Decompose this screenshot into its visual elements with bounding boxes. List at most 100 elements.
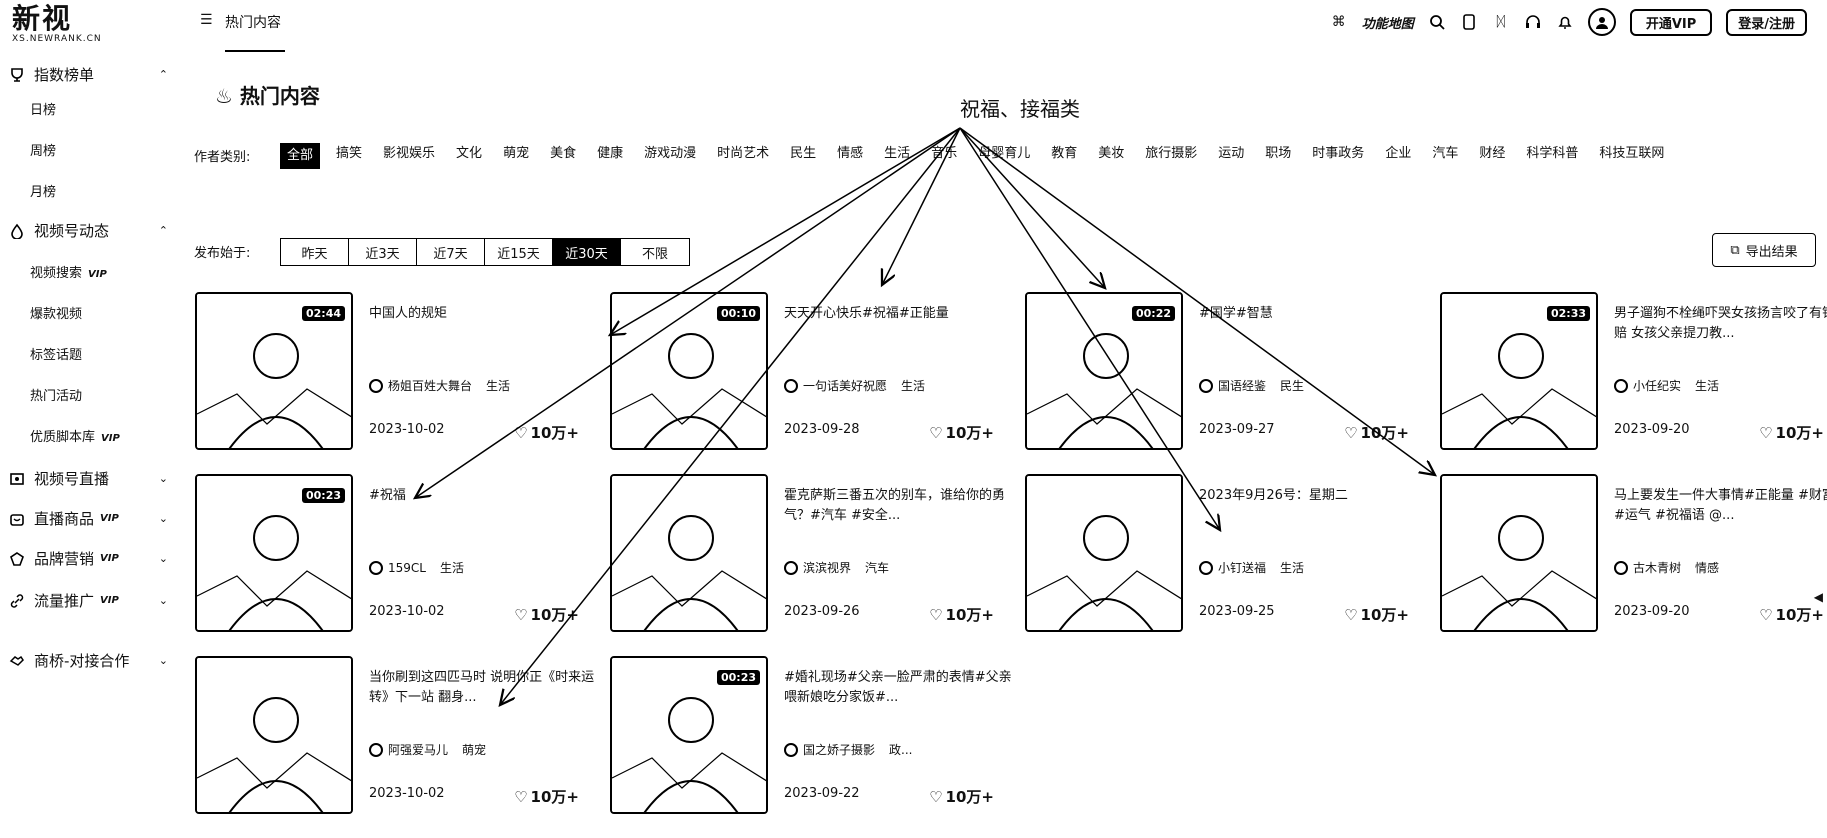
date-option[interactable]: 近30天: [553, 239, 621, 265]
date-option[interactable]: 不限: [641, 246, 668, 262]
video-title[interactable]: #婚礼现场#父亲一脸严肃的表情#父亲喂新娘吃分家饭#...: [784, 670, 1012, 705]
sidebar-item-tag-topics[interactable]: 标签话题: [30, 348, 83, 363]
video-thumbnail[interactable]: [610, 474, 768, 632]
video-title[interactable]: 马上要发生一件大事情#正能量 #财富 #运气 #祝福语 @...: [1614, 488, 1827, 523]
sidebar-item-weekly[interactable]: 周榜: [30, 144, 57, 159]
video-card[interactable]: 霍克萨斯三番五次的别车，谁给你的勇气？#汽车 #安全... 滨滨视界 汽车 20…: [610, 474, 1025, 634]
category-chip[interactable]: 旅行摄影: [1145, 146, 1198, 161]
category-chip[interactable]: 时事政务: [1312, 146, 1365, 161]
author-name[interactable]: 杨姐百姓大舞台: [388, 379, 473, 393]
collapse-arrow-icon[interactable]: ◀: [1813, 590, 1823, 604]
author-name[interactable]: 古木青树: [1633, 561, 1682, 575]
video-title[interactable]: #祝福: [369, 488, 406, 503]
open-vip-button[interactable]: 开通VIP: [1629, 8, 1713, 36]
video-card[interactable]: 02:33 男子遛狗不栓绳吓哭女孩扬言咬了有钱赔 女孩父亲提刀教... 小任纪实…: [1440, 292, 1827, 452]
author-name[interactable]: 小钉送福: [1218, 561, 1267, 575]
category-chip[interactable]: 搞笑: [336, 146, 363, 161]
category-chip[interactable]: 汽车: [1432, 146, 1459, 161]
author-name[interactable]: 一句话美好祝愿: [803, 379, 888, 393]
video-thumbnail[interactable]: 02:33: [1440, 292, 1598, 450]
category-chip[interactable]: 民生: [790, 146, 817, 161]
video-title[interactable]: 当你刷到这四匹马时 说明你正《时来运转》下一站 翻身...: [369, 670, 595, 705]
sidebar-group-live[interactable]: 视频号直播 ⌄: [8, 468, 168, 489]
category-chip[interactable]: 健康: [597, 146, 624, 161]
category-chip[interactable]: 萌宠: [503, 146, 530, 161]
bell-icon[interactable]: [1556, 13, 1574, 31]
headset-icon[interactable]: [1524, 13, 1542, 31]
video-thumbnail[interactable]: [195, 656, 353, 814]
video-thumbnail[interactable]: [1440, 474, 1598, 632]
sidebar-group-video-dynamics[interactable]: 视频号动态 ⌃: [8, 220, 168, 241]
mobile-icon[interactable]: [1460, 13, 1478, 31]
sidebar-item-hot-events[interactable]: 热门活动: [30, 389, 83, 404]
video-thumbnail[interactable]: 00:10: [610, 292, 768, 450]
sidebar-group-rankings[interactable]: 指数榜单 ⌃: [8, 64, 168, 85]
author-name[interactable]: 国语经鉴: [1218, 379, 1267, 393]
video-title[interactable]: 中国人的规矩: [369, 306, 448, 321]
category-chip[interactable]: 企业: [1385, 146, 1412, 161]
category-chip[interactable]: 影视娱乐: [383, 146, 436, 161]
category-chip[interactable]: 全部: [280, 143, 321, 169]
author-name[interactable]: 小任纪实: [1633, 379, 1682, 393]
video-card[interactable]: 00:22 #国学#智慧 国语经鉴 民生 2023-09-27 ♡10万+: [1025, 292, 1440, 452]
date-option[interactable]: 昨天: [281, 239, 349, 265]
category-chip[interactable]: 教育: [1051, 146, 1078, 161]
video-thumbnail[interactable]: 00:22: [1025, 292, 1183, 450]
tab-hot-content[interactable]: 热门内容: [225, 15, 281, 31]
author-name[interactable]: 国之娇子摄影: [803, 743, 876, 757]
video-thumbnail[interactable]: [1025, 474, 1183, 632]
author-name[interactable]: 阿强爱马儿: [388, 743, 449, 757]
feature-map-link[interactable]: 功能地图: [1361, 16, 1414, 32]
menu-toggle-icon[interactable]: ☰: [200, 12, 213, 28]
category-chip[interactable]: 运动: [1218, 146, 1245, 161]
video-card[interactable]: 00:23 #祝福 159CL 生活 2023-10-02 ♡10万+: [195, 474, 610, 634]
video-title[interactable]: 男子遛狗不栓绳吓哭女孩扬言咬了有钱赔 女孩父亲提刀教...: [1614, 306, 1827, 341]
date-option[interactable]: 近7天: [417, 239, 485, 265]
video-card[interactable]: 当你刷到这四匹马时 说明你正《时来运转》下一站 翻身... 阿强爱马儿 萌宠 2…: [195, 656, 610, 816]
video-thumbnail[interactable]: 00:23: [195, 474, 353, 632]
butterfly-icon[interactable]: ᛞ: [1496, 14, 1506, 30]
category-chip[interactable]: 时尚艺术: [717, 146, 770, 161]
date-option[interactable]: 近15天: [485, 239, 553, 265]
logo[interactable]: 新视 XS.NEWRANK.CN: [12, 4, 102, 45]
search-icon[interactable]: [1428, 13, 1446, 31]
author-name[interactable]: 滨滨视界: [803, 561, 852, 575]
category-chip[interactable]: 科技互联网: [1599, 146, 1665, 161]
video-thumbnail[interactable]: 02:44: [195, 292, 353, 450]
category-chip[interactable]: 音乐: [931, 146, 958, 161]
video-thumbnail[interactable]: 00:23: [610, 656, 768, 814]
video-card[interactable]: 00:10 天天开心快乐#祝福#正能量 一句话美好祝愿 生活 2023-09-2…: [610, 292, 1025, 452]
grid-icon[interactable]: ⌘: [1331, 14, 1346, 30]
video-title[interactable]: 天天开心快乐#祝福#正能量: [784, 306, 949, 321]
export-button[interactable]: ⧉ 导出结果: [1712, 233, 1816, 267]
video-title[interactable]: 2023年9月26号：星期二: [1199, 488, 1348, 503]
video-title[interactable]: #国学#智慧: [1199, 306, 1273, 321]
category-chip[interactable]: 美妆: [1098, 146, 1125, 161]
category-chip[interactable]: 生活: [884, 146, 911, 161]
category-chip[interactable]: 美食: [550, 146, 577, 161]
avatar[interactable]: [1587, 8, 1616, 36]
sidebar-item-hot-videos[interactable]: 爆款视频: [30, 307, 83, 322]
video-title[interactable]: 霍克萨斯三番五次的别车，谁给你的勇气？#汽车 #安全...: [784, 488, 1006, 523]
video-card[interactable]: 02:44 中国人的规矩 杨姐百姓大舞台 生活 2023-10-02 ♡10万+: [195, 292, 610, 452]
category-chip[interactable]: 游戏动漫: [644, 146, 697, 161]
sidebar-group-business-bridge[interactable]: 商桥-对接合作 ⌄: [8, 650, 168, 671]
category-chip[interactable]: 财经: [1479, 146, 1506, 161]
login-button[interactable]: 登录/注册: [1726, 8, 1807, 36]
sidebar-item-monthly[interactable]: 月榜: [30, 185, 57, 200]
video-card[interactable]: 00:23 #婚礼现场#父亲一脸严肃的表情#父亲喂新娘吃分家饭#... 国之娇子…: [610, 656, 1025, 816]
category-chip[interactable]: 职场: [1265, 146, 1292, 161]
author-name[interactable]: 159CL: [388, 560, 426, 575]
video-card[interactable]: 马上要发生一件大事情#正能量 #财富 #运气 #祝福语 @... 古木青树 情感…: [1440, 474, 1827, 634]
category-chip[interactable]: 母婴育儿: [978, 146, 1031, 161]
video-card[interactable]: 2023年9月26号：星期二 小钉送福 生活 2023-09-25 ♡10万+: [1025, 474, 1440, 634]
category-chip[interactable]: 情感: [837, 146, 864, 161]
sidebar-item-daily[interactable]: 日榜: [30, 103, 57, 118]
category-chip[interactable]: 文化: [456, 146, 483, 161]
date-option[interactable]: 近3天: [349, 239, 417, 265]
